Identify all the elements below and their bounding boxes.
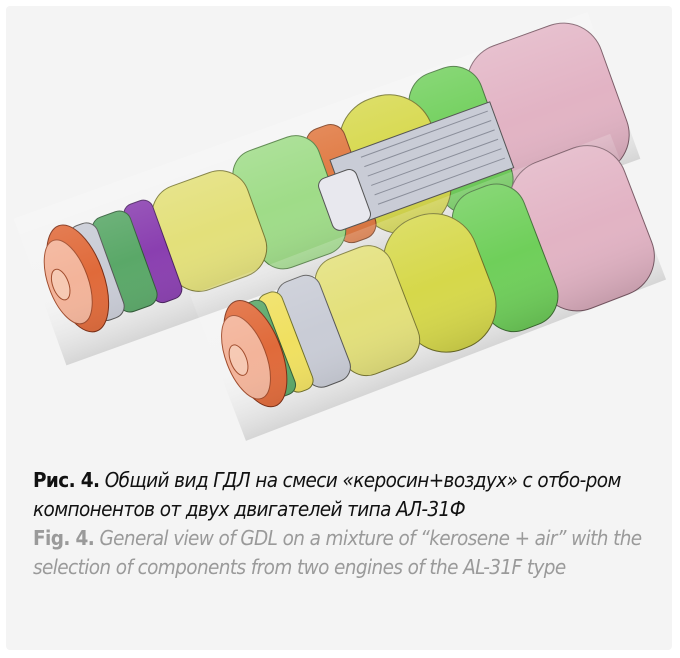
caption-english: Fig. 4. General view of GDL on a mixture… <box>33 524 663 582</box>
gdl-illustration <box>13 11 667 441</box>
caption-russian: Рис. 4. Общий вид ГДЛ на смеси «керосин+… <box>33 466 663 524</box>
caption-en-label: Fig. 4. <box>33 526 95 550</box>
heat-exchanger <box>318 101 515 231</box>
figure-caption: Рис. 4. Общий вид ГДЛ на смеси «керосин+… <box>33 466 663 582</box>
caption-ru-label: Рис. 4. <box>33 468 100 492</box>
caption-ru-text: Общий вид ГДЛ на смеси «керосин+воздух» … <box>33 468 621 521</box>
engine-lower <box>190 133 667 441</box>
caption-en-text: General view of GDL on a mixture of “ker… <box>33 526 642 579</box>
